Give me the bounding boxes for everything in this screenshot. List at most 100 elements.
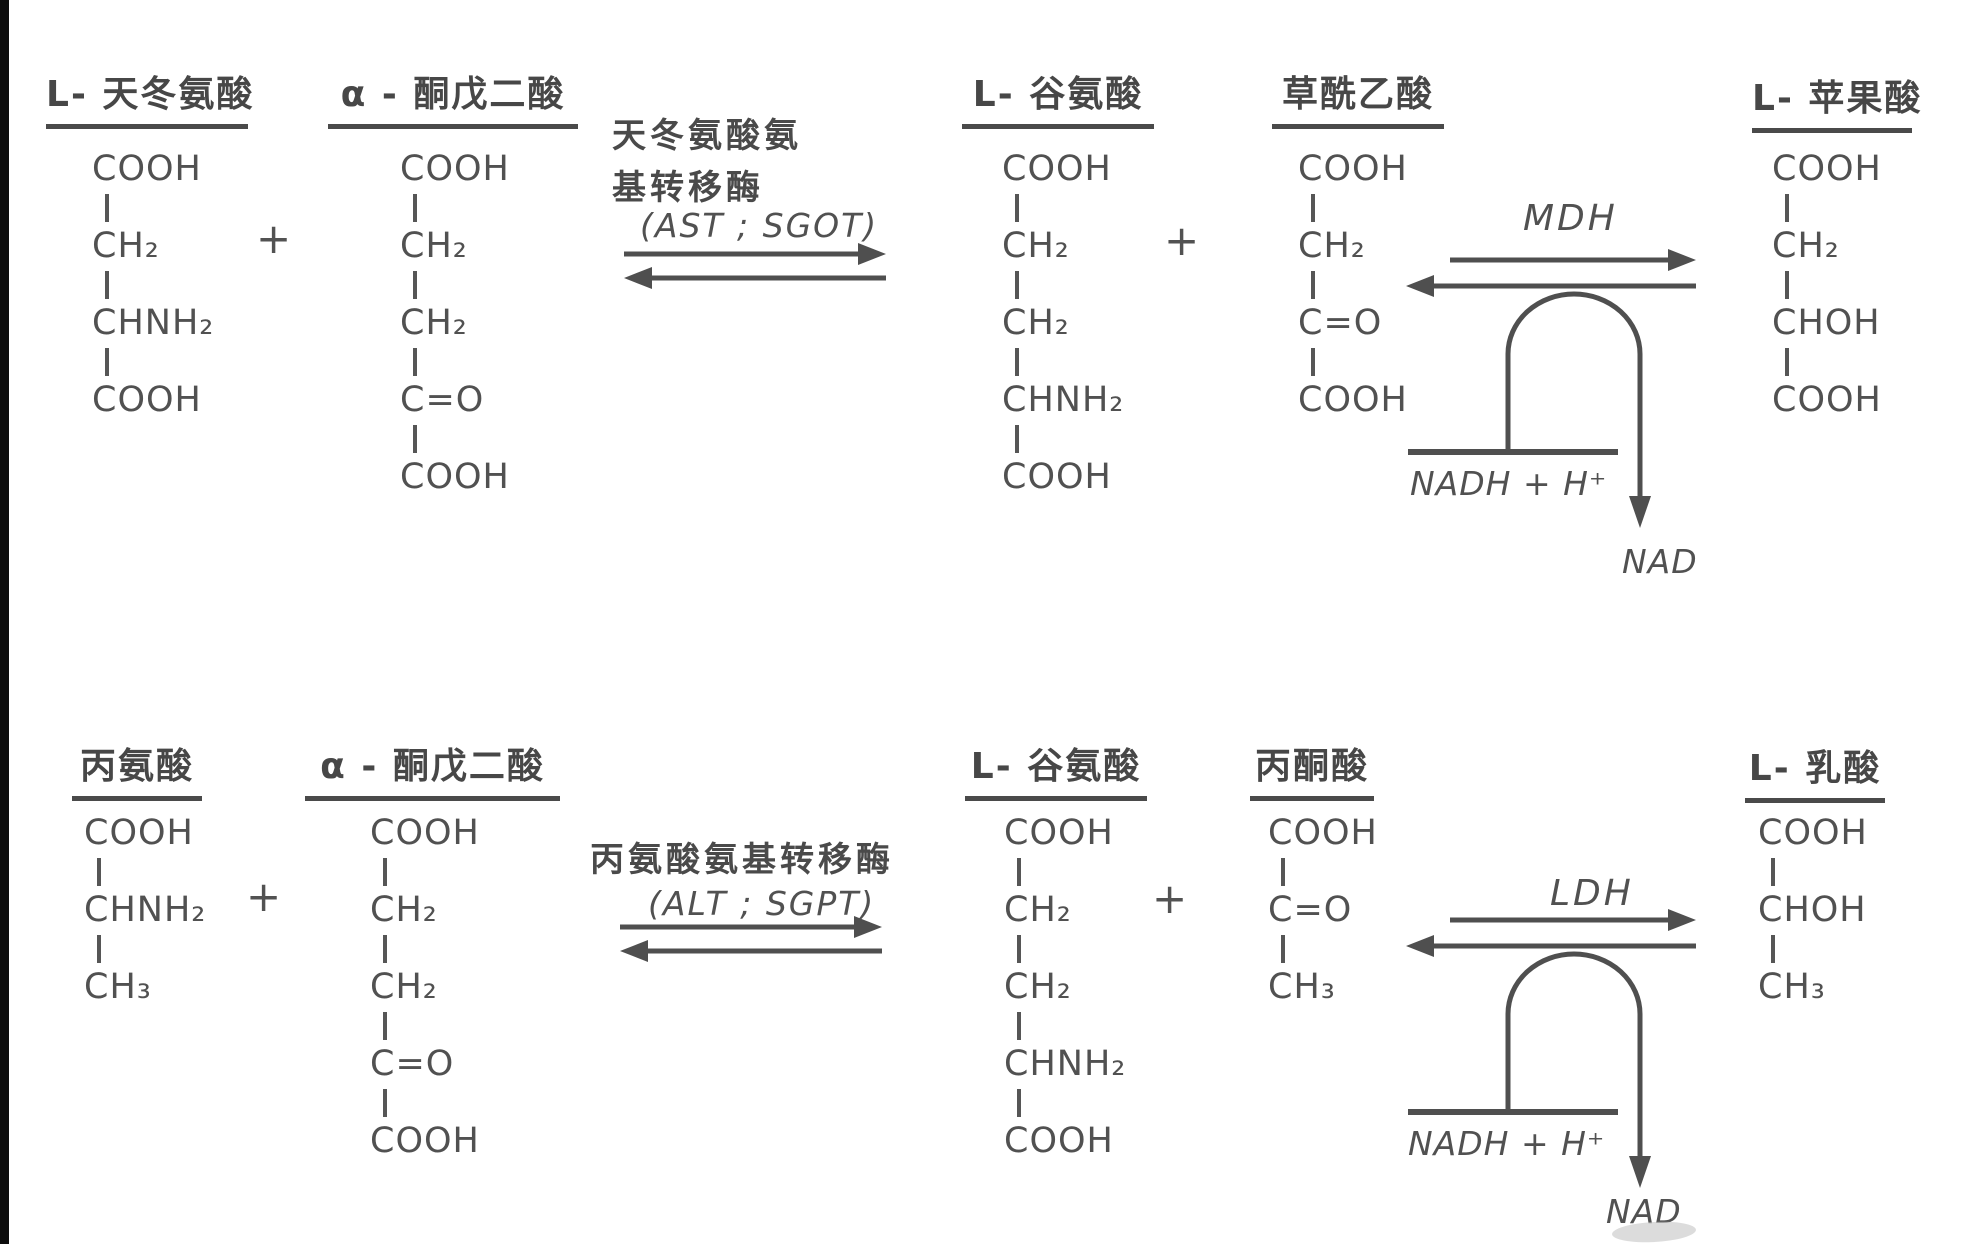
structure-l-aspartate: COOH CH₂ CHNH₂ COOH <box>92 152 214 418</box>
formula-line: COOH <box>1298 149 1408 189</box>
formula-line: CH₂ <box>370 890 438 930</box>
formula-line: CHOH <box>1758 890 1867 930</box>
formula-line: COOH <box>1002 457 1112 497</box>
compound-title-ketoglutarate-bottom: α - 酮戊二酸 <box>305 746 560 802</box>
formula-line: COOH <box>92 380 202 420</box>
single-bond <box>1281 858 1285 886</box>
reversible-arrow-icon <box>624 243 886 289</box>
single-bond <box>1015 271 1019 299</box>
single-bond <box>1311 194 1315 222</box>
single-bond <box>1785 348 1789 376</box>
single-bond <box>413 194 417 222</box>
compound-title-ketoglutarate-top: α - 酮戊二酸 <box>328 74 578 130</box>
nad-label: NAD <box>1622 542 1698 581</box>
formula-line: CH₂ <box>1298 226 1366 266</box>
formula-line: C=O <box>400 380 485 420</box>
single-bond <box>1785 271 1789 299</box>
formula-line: COOH <box>84 813 194 853</box>
formula-line: COOH <box>1004 813 1114 853</box>
single-bond <box>105 194 109 222</box>
formula-line: CH₃ <box>84 967 152 1007</box>
compound-title-l-glutamate-top: L- 谷氨酸 <box>962 74 1154 130</box>
formula-line: CH₂ <box>1004 967 1072 1007</box>
single-bond <box>1771 858 1775 886</box>
formula-line: CH₂ <box>1002 303 1070 343</box>
structure-ketoglutarate-top: COOH CH₂ CH₂ C=O COOH <box>400 152 510 495</box>
formula-line: CHNH₂ <box>92 303 215 343</box>
single-bond <box>383 1012 387 1040</box>
formula-line: COOH <box>92 149 202 189</box>
formula-line: CHOH <box>1772 303 1881 343</box>
single-bond <box>1017 1012 1021 1040</box>
nadh-label: NADH + H⁺ <box>1410 464 1608 503</box>
page-edge-bar <box>0 0 9 1244</box>
structure-l-glutamate-bottom: COOH CH₂ CH₂ CHNH₂ COOH <box>1004 816 1126 1159</box>
formula-line: CH₂ <box>1772 226 1840 266</box>
enzyme-name-ast-line1: 天冬氨酸氨 <box>612 116 802 156</box>
plus-sign: + <box>246 872 282 921</box>
single-bond <box>1015 194 1019 222</box>
single-bond <box>1311 348 1315 376</box>
compound-title-l-malate: L- 苹果酸 <box>1752 78 1920 134</box>
enzyme-name-alt: 丙氨酸氨基转移酶 <box>590 840 894 880</box>
single-bond <box>413 425 417 453</box>
single-bond <box>105 348 109 376</box>
formula-line: CH₂ <box>370 967 438 1007</box>
enzyme-label-mdh: MDH <box>1523 198 1618 239</box>
formula-line: C=O <box>370 1044 455 1084</box>
enzyme-label-ldh: LDH <box>1550 873 1634 914</box>
compound-title-alanine: 丙氨酸 <box>72 746 202 802</box>
single-bond <box>413 271 417 299</box>
formula-line: COOH <box>1758 813 1868 853</box>
compound-title-l-aspartate: L- 天冬氨酸 <box>46 74 252 130</box>
plus-sign: + <box>1164 216 1200 265</box>
enzyme-abbr-ast: (AST ; SGOT) <box>640 206 879 245</box>
formula-line: COOH <box>1002 149 1112 189</box>
formula-line: CHNH₂ <box>1004 1044 1127 1084</box>
formula-line: CH₃ <box>1758 967 1826 1007</box>
structure-l-glutamate-top: COOH CH₂ CH₂ CHNH₂ COOH <box>1002 152 1124 495</box>
formula-line: CH₂ <box>400 303 468 343</box>
reversible-arrow-icon <box>620 916 882 962</box>
cofactor-arrow-icon <box>1406 249 1696 528</box>
single-bond <box>383 858 387 886</box>
compound-title-l-lactate: L- 乳酸 <box>1745 748 1885 804</box>
enzyme-name-ast-line2: 基转移酶 <box>612 168 764 208</box>
formula-line: COOH <box>1004 1121 1114 1161</box>
formula-line: COOH <box>1298 380 1408 420</box>
single-bond <box>1015 425 1019 453</box>
cofactor-arrow-icon <box>1406 909 1696 1188</box>
formula-line: C=O <box>1268 890 1353 930</box>
structure-alanine: COOH CHNH₂ CH₃ <box>84 816 206 1005</box>
formula-line: COOH <box>370 813 480 853</box>
structure-pyruvate: COOH C=O CH₃ <box>1268 816 1378 1005</box>
compound-title-pyruvate: 丙酮酸 <box>1250 746 1374 802</box>
formula-line: CHNH₂ <box>1002 380 1125 420</box>
compound-title-oxaloacetate: 草酰乙酸 <box>1272 74 1444 130</box>
structure-l-lactate: COOH CHOH CH₃ <box>1758 816 1868 1005</box>
formula-line: COOH <box>1268 813 1378 853</box>
single-bond <box>97 935 101 963</box>
structure-ketoglutarate-bottom: COOH CH₂ CH₂ C=O COOH <box>370 816 480 1159</box>
single-bond <box>97 858 101 886</box>
plus-sign: + <box>256 214 292 263</box>
single-bond <box>1015 348 1019 376</box>
formula-line: COOH <box>1772 149 1882 189</box>
compound-title-l-glutamate-bottom: L- 谷氨酸 <box>965 746 1147 802</box>
formula-line: CH₂ <box>1004 890 1072 930</box>
single-bond <box>1771 935 1775 963</box>
nadh-label: NADH + H⁺ <box>1408 1124 1606 1163</box>
formula-line: CH₃ <box>1268 967 1336 1007</box>
single-bond <box>383 1089 387 1117</box>
structure-oxaloacetate: COOH CH₂ C=O COOH <box>1298 152 1408 418</box>
single-bond <box>1281 935 1285 963</box>
formula-line: CH₂ <box>400 226 468 266</box>
single-bond <box>1785 194 1789 222</box>
single-bond <box>1017 858 1021 886</box>
single-bond <box>1017 1089 1021 1117</box>
single-bond <box>1311 271 1315 299</box>
formula-line: CH₂ <box>1002 226 1070 266</box>
enzyme-abbr-alt: (ALT ; SGPT) <box>648 884 876 923</box>
single-bond <box>413 348 417 376</box>
structure-l-malate: COOH CH₂ CHOH COOH <box>1772 152 1882 418</box>
